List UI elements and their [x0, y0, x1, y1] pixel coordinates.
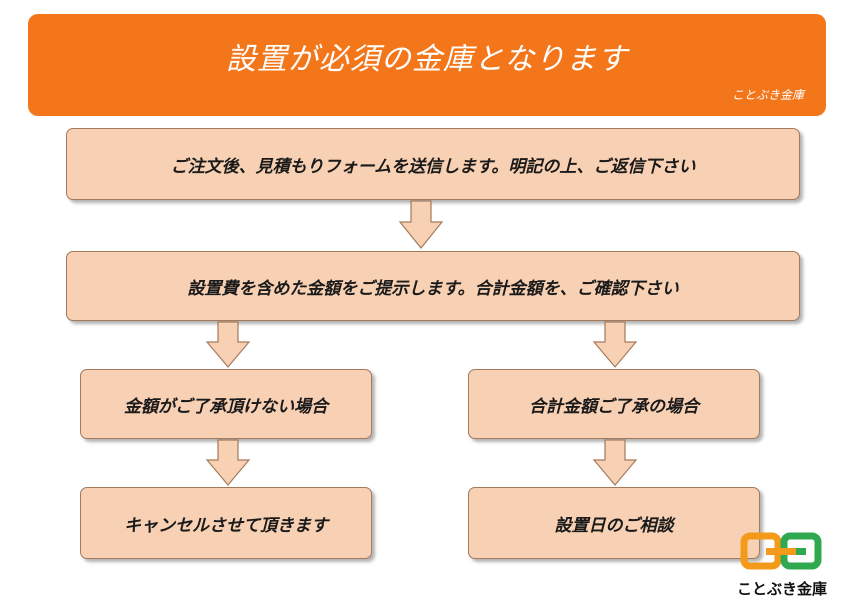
result-cancel: キャンセルさせて頂きます	[80, 487, 372, 559]
result-schedule-installation: 設置日のご相談	[468, 487, 760, 559]
down-arrow-icon	[205, 321, 251, 368]
company-logo: ことぶき金庫	[722, 526, 842, 602]
down-arrow-icon	[205, 439, 251, 486]
page-title: 設置が必須の金庫となります	[225, 42, 629, 77]
company-name: ことぶき金庫	[731, 88, 804, 102]
step-order-quote-form: ご注文後、見積もりフォームを送信します。明記の上、ご返信下さい	[66, 128, 800, 200]
down-arrow-icon	[592, 321, 638, 368]
title-banner: 設置が必須の金庫となります ことぶき金庫	[28, 14, 826, 116]
logo-text: ことぶき金庫	[736, 580, 827, 598]
branch-accepted: 合計金額ご了承の場合	[468, 369, 760, 439]
down-arrow-icon	[398, 200, 444, 249]
step-present-total: 設置費を含めた金額をご提示します。合計金額を、ご確認下さい	[66, 251, 800, 321]
branch-not-accepted: 金額がご了承頂けない場合	[80, 369, 372, 439]
kotobuki-logo-icon	[740, 532, 822, 570]
down-arrow-icon	[592, 439, 638, 486]
